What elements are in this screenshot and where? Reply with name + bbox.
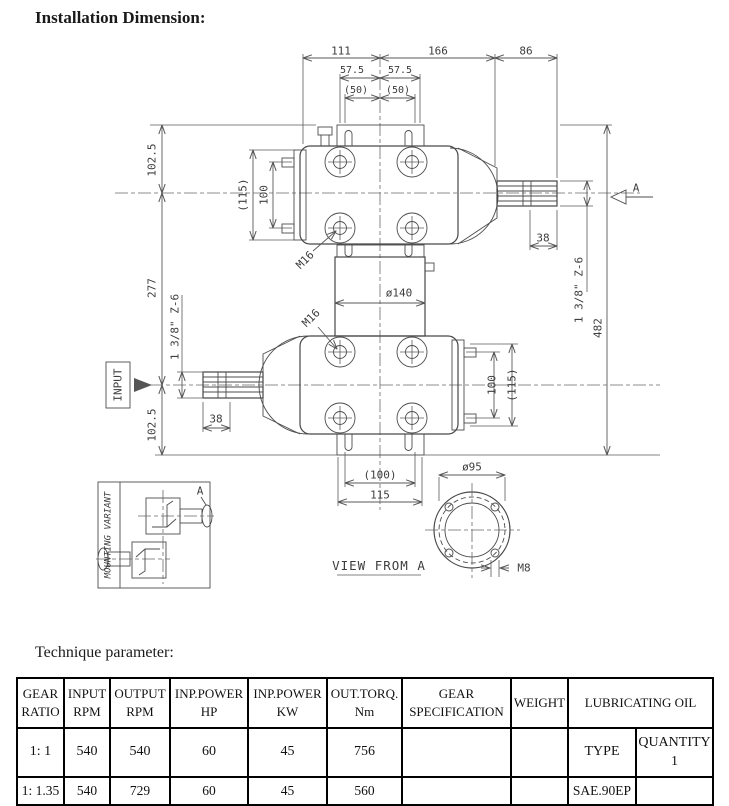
cell-inp-power-kw: 45 (247, 727, 328, 778)
view-from-a-label: VIEW FROM A (332, 557, 426, 573)
dim-102-5-bottom: 102.5 (145, 408, 159, 442)
cell-weight (510, 727, 569, 778)
dim-50-right: (50) (385, 85, 411, 96)
dim-277: 277 (145, 278, 159, 298)
installation-drawing: .body{stroke:#474747;stroke-width:1.2;fi… (0, 40, 729, 640)
table-caption: Technique parameter: (35, 644, 174, 661)
table-row: 1: 1 540 540 60 45 756 TYPE QUANTITY 1 (16, 727, 714, 778)
cell-output-rpm: 540 (109, 727, 171, 778)
dim-482: 482 (591, 318, 605, 338)
header-gear-specification: GEAR SPECIFICATION (401, 677, 512, 729)
spline-spec-right: 1 3/8" Z-6 (572, 256, 586, 324)
cell-out-torq: 756 (326, 727, 403, 778)
cell-oil-type: TYPE (567, 727, 637, 778)
header-weight: WEIGHT (510, 677, 569, 729)
gearbox-technical-drawing: .body{stroke:#474747;stroke-width:1.2;fi… (96, 54, 660, 589)
dim-57-5-left: 57.5 (339, 65, 365, 76)
input-label: INPUT (111, 368, 125, 402)
header-input-rpm: INPUT RPM (63, 677, 111, 729)
dim-115-bottom: 115 (370, 488, 390, 502)
header-inp-power-kw: INP.POWER KW (247, 677, 328, 729)
dia-95-label: ø95 (462, 460, 482, 474)
dia-140-label: ø140 (385, 286, 413, 300)
dim-115-upper: (115) (236, 178, 250, 212)
dim-115-lower: (115) (505, 368, 519, 402)
header-gear-ratio: GEAR RATIO (16, 677, 65, 729)
cell-oil-quantity: QUANTITY 1 (635, 727, 714, 778)
dim-38-lower: 38 (209, 412, 223, 426)
dim-102-5-top: 102.5 (145, 143, 159, 177)
cell-gear-ratio: 1: 1 (16, 727, 65, 778)
page-title: Installation Dimension: (35, 8, 206, 27)
cell-gear-specification (401, 727, 512, 778)
dim-100-lower: 100 (485, 375, 499, 395)
spline-spec-left: 1 3/8" Z-6 (168, 293, 182, 361)
dim-57-5-right: 57.5 (387, 65, 413, 76)
technique-parameter-table: GEAR RATIO INPUT RPM OUTPUT RPM INP.POWE… (16, 677, 714, 806)
mounting-variant-label: MOUNTING VARIANT (103, 491, 114, 579)
section-arrow-letter: A (632, 181, 640, 195)
header-out-torq: OUT.TORQ. Nm (326, 677, 403, 729)
dim-38-upper: 38 (536, 231, 550, 245)
variant-arrow-letter: A (196, 484, 204, 498)
header-output-rpm: OUTPUT RPM (109, 677, 171, 729)
dim-100-upper: 100 (257, 185, 271, 205)
header-lubricating-oil: LUBRICATING OIL (567, 677, 714, 729)
dim-100-bottom: (100) (363, 468, 397, 482)
cell-inp-power-hp: 60 (169, 727, 249, 778)
dim-111: 111 (331, 44, 351, 58)
dim-86: 86 (519, 44, 533, 58)
table-header-row: GEAR RATIO INPUT RPM OUTPUT RPM INP.POWE… (16, 677, 714, 729)
dim-166: 166 (428, 44, 448, 58)
cell-input-rpm: 540 (63, 727, 111, 778)
header-inp-power-hp: INP.POWER HP (169, 677, 249, 729)
m8-label: M8 (517, 561, 531, 575)
dim-50-left: (50) (343, 85, 369, 96)
